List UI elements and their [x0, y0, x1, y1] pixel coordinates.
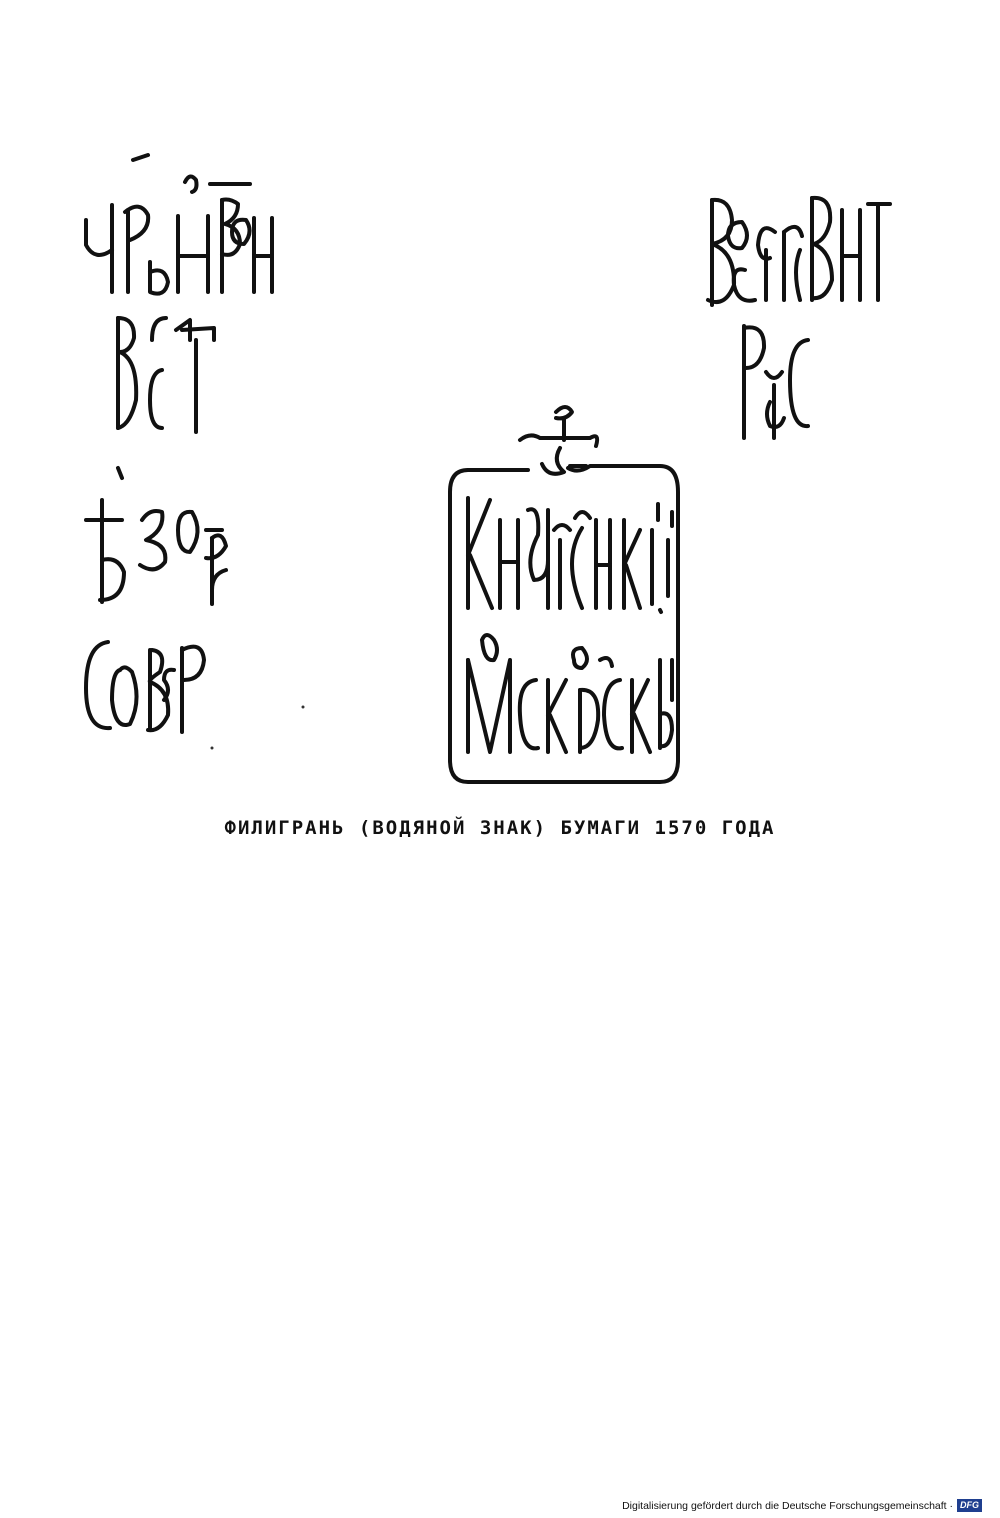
figure-caption: ФИЛИГРАНЬ (ВОДЯНОЙ ЗНАК) БУМАГИ 1570 ГОД…: [224, 817, 776, 839]
digitization-credit: Digitalisierung gefördert durch die Deut…: [622, 1499, 982, 1512]
center-watermark: [448, 405, 680, 784]
footer-text: Digitalisierung gefördert durch die Deut…: [622, 1499, 953, 1512]
right-inscription: [706, 195, 892, 440]
left-inscription: [84, 153, 274, 734]
dfg-logo: DFG: [957, 1499, 982, 1512]
